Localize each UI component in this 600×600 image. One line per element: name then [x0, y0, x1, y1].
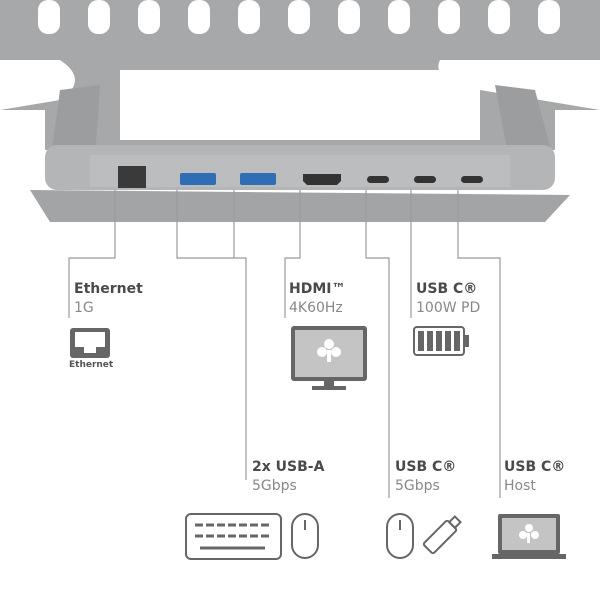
usbc-host-label: USB C®Host [504, 459, 566, 494]
keyboard-mouse-icon [185, 513, 319, 560]
mouse-usb-stick-icon [386, 513, 462, 559]
laptop-icon [492, 514, 566, 559]
monitor-icon [291, 326, 367, 390]
ethernet-icon-caption: Ethernet [69, 360, 114, 370]
battery-icon [413, 326, 469, 356]
usb-c-port [367, 176, 389, 183]
ethernet-icon [70, 328, 110, 358]
hdmi-port [303, 174, 341, 185]
usbc-5gbps-label: USB C®5Gbps [395, 459, 457, 494]
usb-c-port [461, 176, 483, 183]
usb-c-port [414, 176, 436, 183]
connector-lines [68, 190, 501, 498]
usbc-pd-label: USB C®100W PD [416, 281, 481, 316]
usb-a-port [180, 173, 216, 185]
usb-a-port [240, 173, 276, 185]
ethernet-port [118, 166, 146, 188]
laptop-stand-plate [0, 0, 600, 150]
